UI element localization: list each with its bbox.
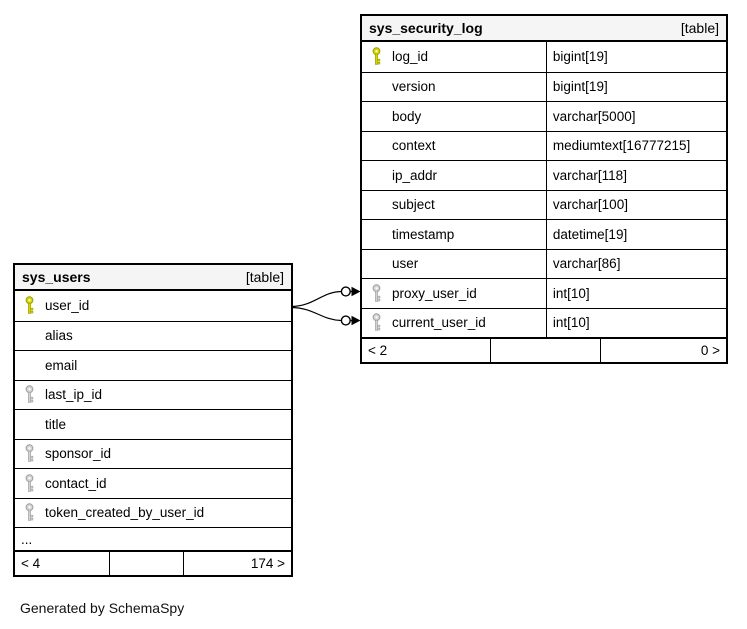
column-row: last_ip_id <box>15 379 291 410</box>
column-name-cell: body <box>362 102 547 131</box>
column-row: context mediumtext[16777215] <box>362 130 726 160</box>
column-name: alias <box>45 328 73 344</box>
column-name-cell: timestamp <box>362 220 547 249</box>
column-type: int[10] <box>552 315 590 331</box>
column-row: alias <box>15 320 291 351</box>
foreign-key-icon <box>23 385 36 404</box>
column-name: proxy_user_id <box>392 285 477 301</box>
column-row: token_created_by_user_id <box>15 497 291 528</box>
column-name-cell: email <box>15 351 291 380</box>
column-name-cell: subject <box>362 190 547 219</box>
table-footer: < 2 0 > <box>362 337 726 362</box>
column-name-cell: proxy_user_id <box>362 279 547 308</box>
column-row: proxy_user_id int[10] <box>362 278 726 308</box>
table-title[interactable]: sys_users <box>22 269 91 285</box>
column-name: token_created_by_user_id <box>45 505 205 521</box>
column-name: contact_id <box>45 475 107 491</box>
column-name-cell: contact_id <box>15 469 291 498</box>
column-row: sponsor_id <box>15 438 291 469</box>
column-row: subject varchar[100] <box>362 189 726 219</box>
column-type: varchar[5000] <box>552 108 636 124</box>
column-row: version bigint[19] <box>362 71 726 101</box>
column-name-cell: current_user_id <box>362 308 547 337</box>
table-header: sys_users [table] <box>15 265 291 291</box>
footer-right-count: 174 > <box>182 552 291 575</box>
column-name: title <box>45 416 67 432</box>
footer-left-count: < 2 <box>368 343 388 358</box>
foreign-key-icon <box>370 284 383 303</box>
column-type: bigint[19] <box>552 79 608 95</box>
cardinality-circle <box>340 286 351 297</box>
column-row: user_id <box>15 291 291 321</box>
column-row: body varchar[5000] <box>362 101 726 131</box>
foreign-key-icon <box>23 474 36 493</box>
column-type: varchar[86] <box>552 256 621 272</box>
column-name-cell: last_ip_id <box>15 381 291 410</box>
column-row: user varchar[86] <box>362 248 726 278</box>
entity-table-sys_users[interactable]: sys_users [table] user_id alias email la… <box>13 263 293 577</box>
column-name: timestamp <box>392 226 455 242</box>
column-type: mediumtext[16777215] <box>552 138 691 154</box>
column-type: varchar[118] <box>552 167 627 183</box>
column-name-cell: token_created_by_user_id <box>15 499 291 528</box>
column-name: current_user_id <box>392 315 486 331</box>
table-header: sys_security_log [table] <box>362 16 726 42</box>
connector-line <box>291 306 342 322</box>
column-name: ... <box>21 531 33 547</box>
table-type-badge: [table] <box>680 20 719 36</box>
column-name: user_id <box>45 298 90 314</box>
column-name: version <box>392 79 436 95</box>
primary-key-icon <box>23 296 36 315</box>
column-name: context <box>392 138 436 154</box>
relationship-user_id-proxy_user_id <box>291 286 361 308</box>
column-type: varchar[100] <box>552 197 628 213</box>
column-name: email <box>45 357 78 373</box>
column-name-cell: user_id <box>15 291 291 321</box>
column-row: current_user_id int[10] <box>362 307 726 337</box>
footer-middle-cell <box>108 552 183 575</box>
column-name: last_ip_id <box>45 387 103 403</box>
generated-by-text: Generated by SchemaSpy <box>20 600 185 616</box>
column-row: ip_addr varchar[118] <box>362 160 726 190</box>
column-name-cell: version <box>362 72 547 101</box>
column-row: email <box>15 350 291 380</box>
column-name: ip_addr <box>392 167 438 183</box>
column-name-cell: title <box>15 410 291 439</box>
column-name-cell: sponsor_id <box>15 440 291 469</box>
footer-right-count: 0 > <box>600 339 726 362</box>
primary-key-icon <box>370 47 383 66</box>
column-type: int[10] <box>552 285 590 301</box>
foreign-key-icon <box>370 313 383 332</box>
relationship-user_id-current_user_id <box>291 306 361 326</box>
column-name-cell: ... <box>15 528 291 550</box>
column-name-cell: log_id <box>362 42 547 72</box>
column-name-cell: user <box>362 249 547 278</box>
column-row: ... <box>15 527 291 550</box>
column-type: bigint[19] <box>552 49 608 65</box>
table-type-badge: [table] <box>245 269 284 285</box>
column-name-cell: alias <box>15 322 291 351</box>
column-name: user <box>392 256 419 272</box>
footer-left-count: < 4 <box>21 556 41 571</box>
table-title[interactable]: sys_security_log <box>369 20 483 36</box>
foreign-key-icon <box>23 444 36 463</box>
column-name-cell: ip_addr <box>362 161 547 190</box>
column-name-cell: context <box>362 131 547 160</box>
column-row: timestamp datetime[19] <box>362 219 726 249</box>
table-footer: < 4 174 > <box>15 550 291 575</box>
column-row: log_id bigint[19] <box>362 42 726 72</box>
entity-table-sys_security_log[interactable]: sys_security_log [table] log_id bigint[1… <box>360 14 728 364</box>
column-name: sponsor_id <box>45 446 112 462</box>
column-type: datetime[19] <box>552 226 628 242</box>
footer-middle-cell <box>490 339 600 362</box>
column-row: contact_id <box>15 468 291 498</box>
column-name: subject <box>392 197 435 213</box>
foreign-key-icon <box>23 503 36 522</box>
connector-line <box>291 290 342 308</box>
column-row: title <box>15 409 291 439</box>
column-name: log_id <box>392 49 429 65</box>
cardinality-circle <box>340 315 351 326</box>
column-name: body <box>392 108 422 124</box>
